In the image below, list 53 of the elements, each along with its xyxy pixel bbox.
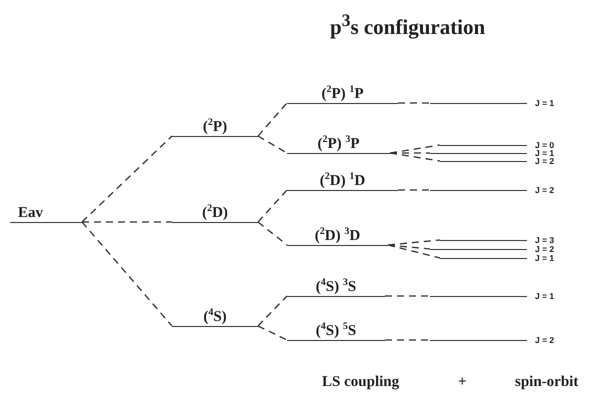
- energy-level: [440, 254, 554, 262]
- dashed-connector: [390, 152, 440, 162]
- dashed-connector: [390, 144, 440, 154]
- level-label: Eav: [17, 204, 44, 222]
- energy-level: [430, 99, 554, 107]
- dashed-connector: [258, 325, 288, 341]
- energy-level: [440, 141, 554, 149]
- level-label: ($^{4}$S) $^{3}$S: [316, 276, 356, 296]
- level-label: ($^{2}$P) $^{1}$P: [321, 83, 364, 103]
- dashed-connector: [390, 152, 430, 154]
- dashed-connector: [82, 222, 172, 326]
- dashed-connector: [258, 222, 288, 246]
- dashed-connector: [258, 190, 288, 222]
- dashed-connector: [388, 244, 430, 250]
- level-label: ($^{2}$P): [202, 116, 228, 136]
- dashed-connector: [385, 295, 430, 297]
- dashed-connector: [258, 135, 288, 154]
- energy-level: [430, 149, 554, 157]
- level-label: ($^{2}$P) $^{3}$P: [317, 133, 360, 153]
- dashed-connector: [258, 296, 288, 326]
- diagram-title: p$^{3}$s configuration: [330, 10, 486, 40]
- energy-level: [430, 336, 554, 344]
- level-label: J = 2: [535, 336, 554, 344]
- level-label: ($^{2}$D) $^{3}$D: [314, 225, 360, 245]
- axis-note: +: [458, 374, 467, 391]
- level-label: ($^{2}$D) $^{1}$D: [320, 170, 366, 190]
- energy-level: [440, 236, 554, 244]
- level-label: J = 3: [535, 236, 554, 244]
- dashed-connector: [385, 339, 430, 341]
- dashed-connector: [398, 102, 430, 104]
- dashed-connector: [388, 244, 440, 259]
- level-label: J = 0: [535, 141, 554, 149]
- dashed-connector: [82, 136, 172, 222]
- level-label: J = 2: [535, 245, 554, 253]
- level-label: J = 1: [535, 149, 554, 157]
- axis-note: spin-orbit: [515, 374, 578, 391]
- level-label: J = 1: [535, 292, 554, 300]
- level-label: ($^{2}$D): [202, 202, 228, 222]
- axis-note: LS coupling: [322, 374, 400, 391]
- level-label: J = 1: [535, 254, 554, 262]
- level-label: J = 2: [535, 157, 554, 165]
- dashed-connector: [82, 221, 172, 223]
- energy-level: [430, 292, 554, 300]
- level-label: ($^{4}$S) $^{5}$S: [316, 320, 356, 340]
- energy-level: [440, 157, 554, 165]
- level-label: ($^{4}$S): [203, 306, 227, 326]
- dashed-connector: [258, 102, 288, 136]
- level-label: J = 2: [535, 186, 554, 194]
- dashed-connector: [388, 239, 440, 246]
- dashed-connector: [398, 189, 430, 191]
- level-label: J = 1: [535, 99, 554, 107]
- energy-level: [430, 245, 554, 253]
- energy-level: [430, 186, 554, 194]
